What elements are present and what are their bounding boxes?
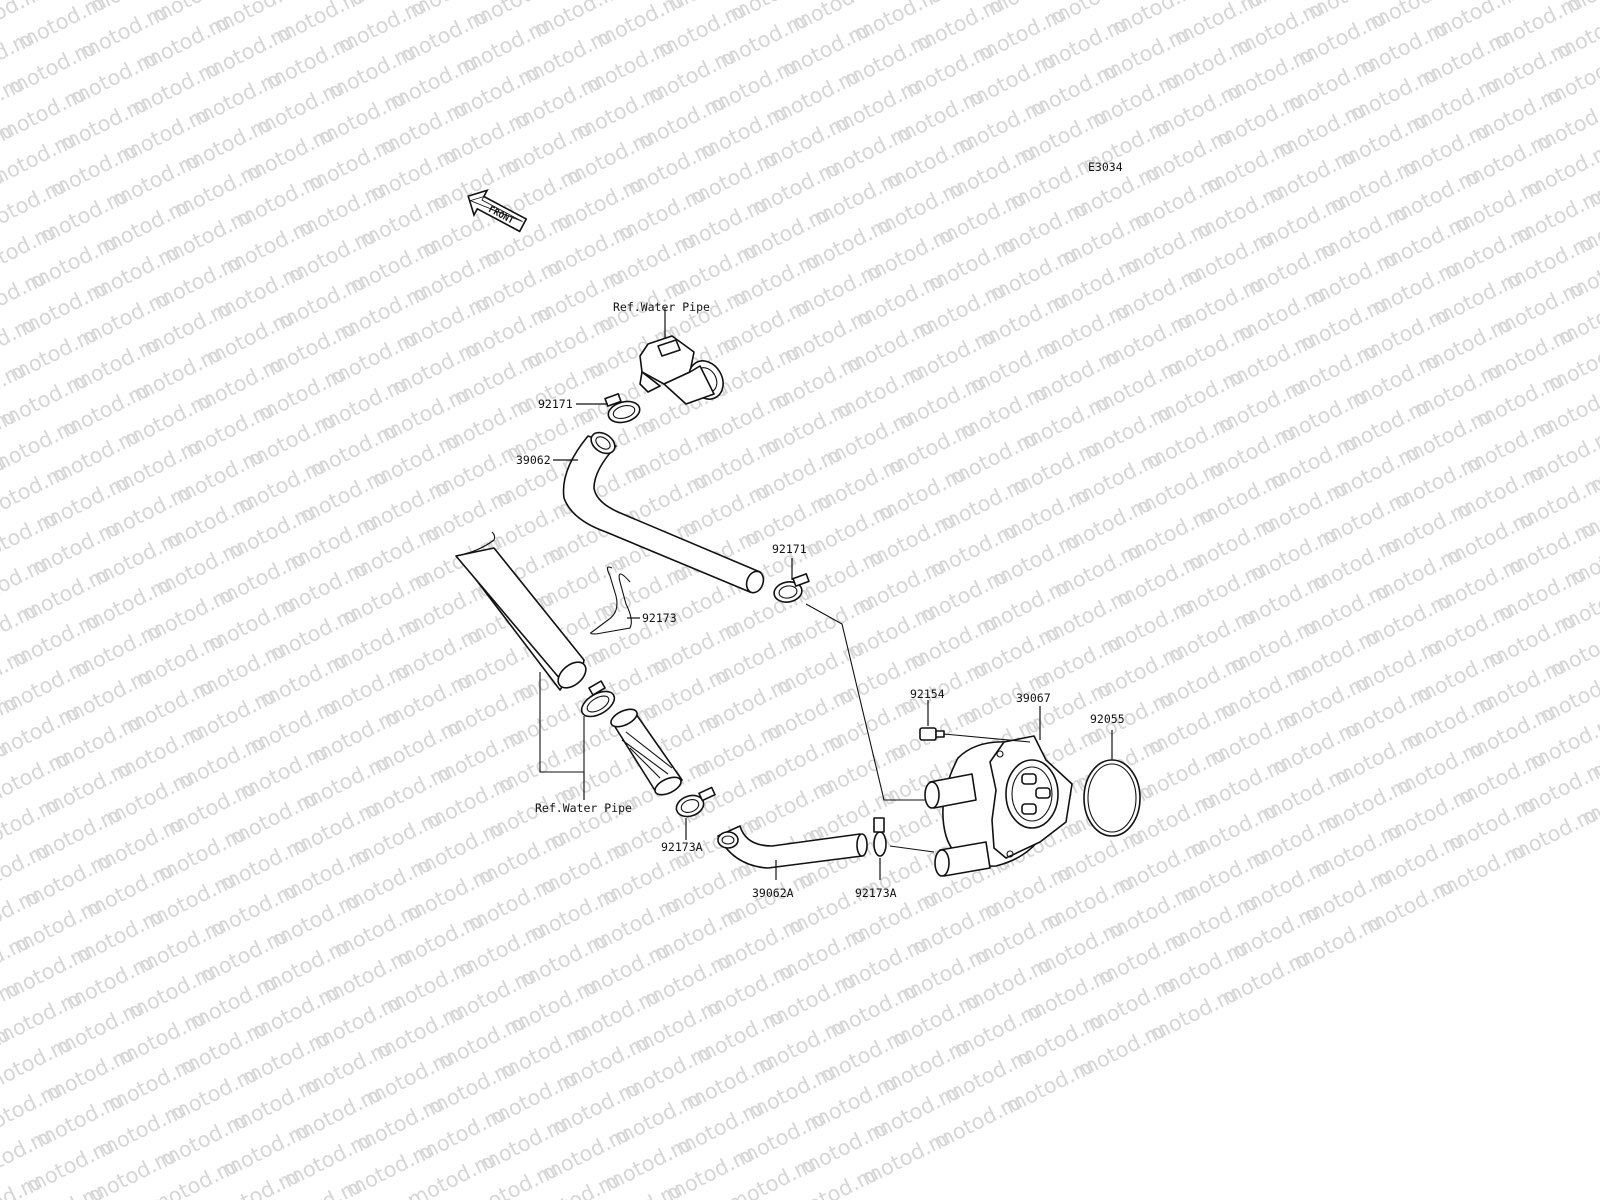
label-39062: 39062 <box>516 453 551 467</box>
hose-clamp-92173a-right <box>873 817 887 857</box>
label-ref-water-pipe-top: Ref.Water Pipe <box>613 300 710 314</box>
label-92171-lower: 92171 <box>772 542 807 556</box>
label-92173a-left: 92173A <box>661 840 703 854</box>
label-ref-water-pipe-bottom: Ref.Water Pipe <box>535 801 632 815</box>
label-92173: 92173 <box>642 611 677 625</box>
label-92154: 92154 <box>910 687 945 701</box>
label-39062a: 39062A <box>752 886 794 900</box>
figure-code: E3034 <box>1088 160 1123 174</box>
label-92171-upper: 92171 <box>538 397 573 411</box>
o-ring-92055 <box>1083 759 1141 837</box>
label-39067: 39067 <box>1016 691 1051 705</box>
label-92173a-right: 92173A <box>855 886 897 900</box>
label-92055: 92055 <box>1090 712 1125 726</box>
